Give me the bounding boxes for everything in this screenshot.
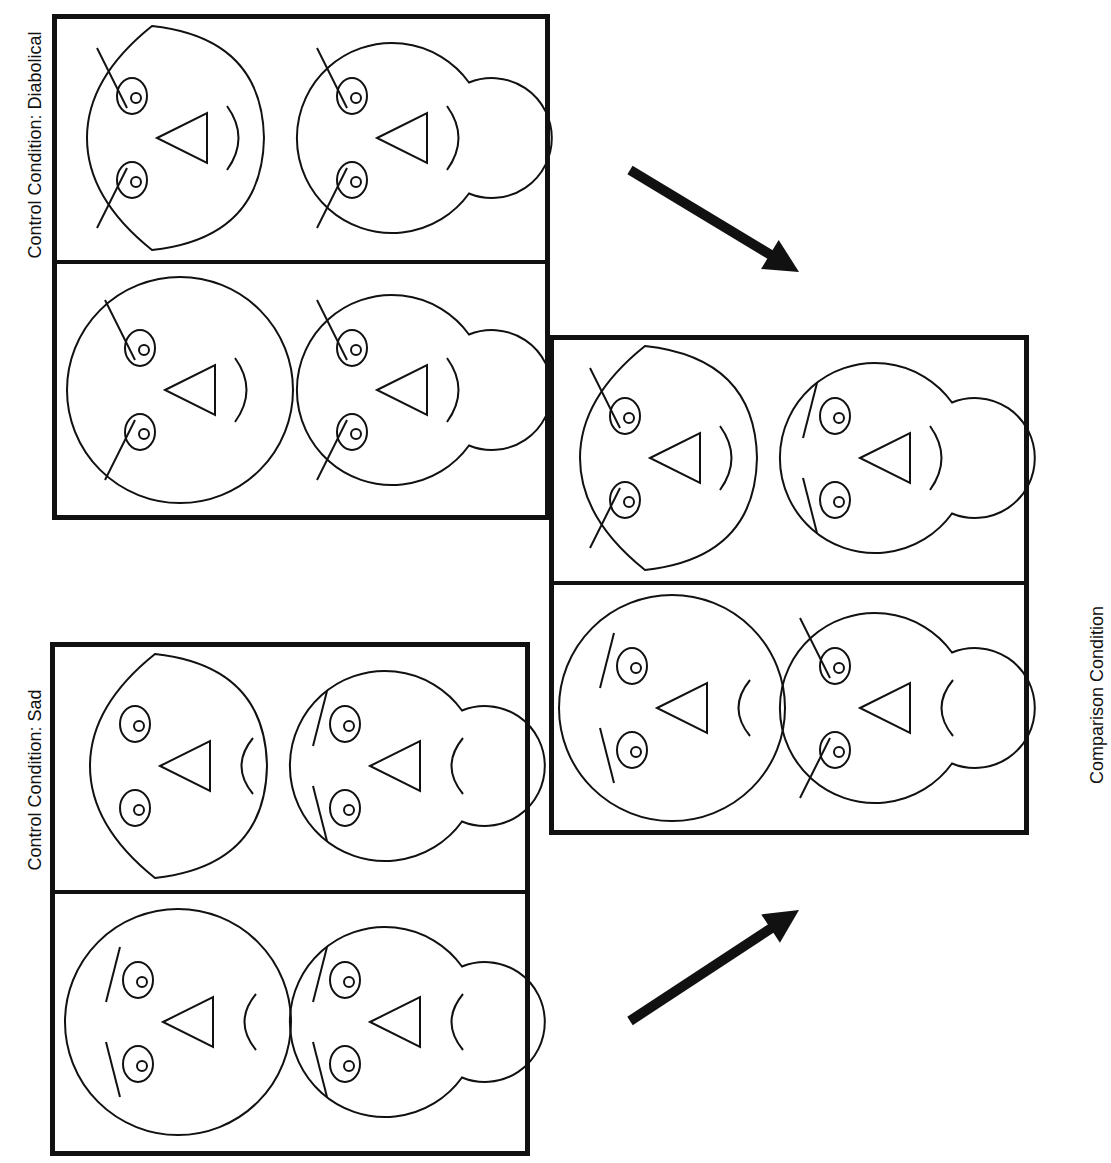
panel-group-box: Comparison Condition [549,335,1029,835]
condition-heading: Control Condition: Diabolical [26,31,44,258]
arrow-head [761,910,799,943]
panel-group-box: Control Condition: Sad [50,642,530,1156]
arrow-shaft [630,170,775,258]
arrow-shaft [630,925,776,1021]
condition-heading: Control Condition: Sad [26,689,44,870]
panel-group-box: Control Condition: Diabolical [52,14,550,520]
condition-heading: Comparison Condition [1088,606,1106,784]
flow-arrow [630,170,799,272]
flow-arrow [630,910,799,1021]
arrow-head [761,240,799,272]
